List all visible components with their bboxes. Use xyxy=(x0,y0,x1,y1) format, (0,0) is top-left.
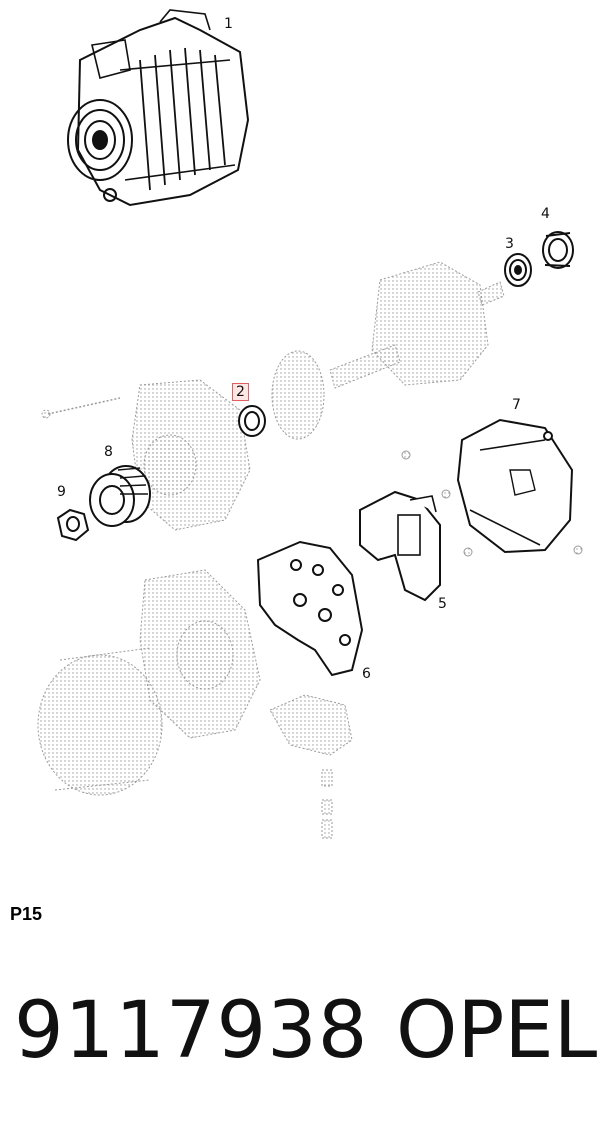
regulator-part-5 xyxy=(359,490,441,602)
part-number: 9117938 xyxy=(14,986,369,1076)
alternator-assembly xyxy=(67,9,250,207)
callout-3: 3 xyxy=(505,236,514,252)
terminal-ghost xyxy=(269,694,353,839)
callout-5: 5 xyxy=(438,596,447,612)
pulley-part-8 xyxy=(89,465,151,527)
rear-cover-part-7 xyxy=(456,418,574,554)
rectifier-part-6 xyxy=(256,540,364,677)
nut-part-9 xyxy=(56,508,90,542)
bolts xyxy=(401,450,583,557)
rotor-ghost xyxy=(271,261,505,440)
exploded-parts-diagram xyxy=(37,9,583,839)
front-housing-ghost xyxy=(41,379,251,531)
callout-4: 4 xyxy=(541,206,550,222)
callout-8: 8 xyxy=(104,444,113,460)
brand-name: OPEL xyxy=(396,986,598,1076)
page-code: P15 xyxy=(10,904,43,924)
rear-housing-ghost xyxy=(139,569,261,739)
bearing-part-3 xyxy=(504,253,532,287)
callout-7: 7 xyxy=(512,397,521,413)
bearing-part-2 xyxy=(238,405,266,437)
callout-2: 2 xyxy=(232,383,249,401)
callout-9: 9 xyxy=(57,484,66,500)
stator-ghost xyxy=(37,647,163,796)
callout-1: 1 xyxy=(224,16,233,32)
callout-6: 6 xyxy=(362,666,371,682)
bearing-cap-part-4 xyxy=(542,231,574,269)
